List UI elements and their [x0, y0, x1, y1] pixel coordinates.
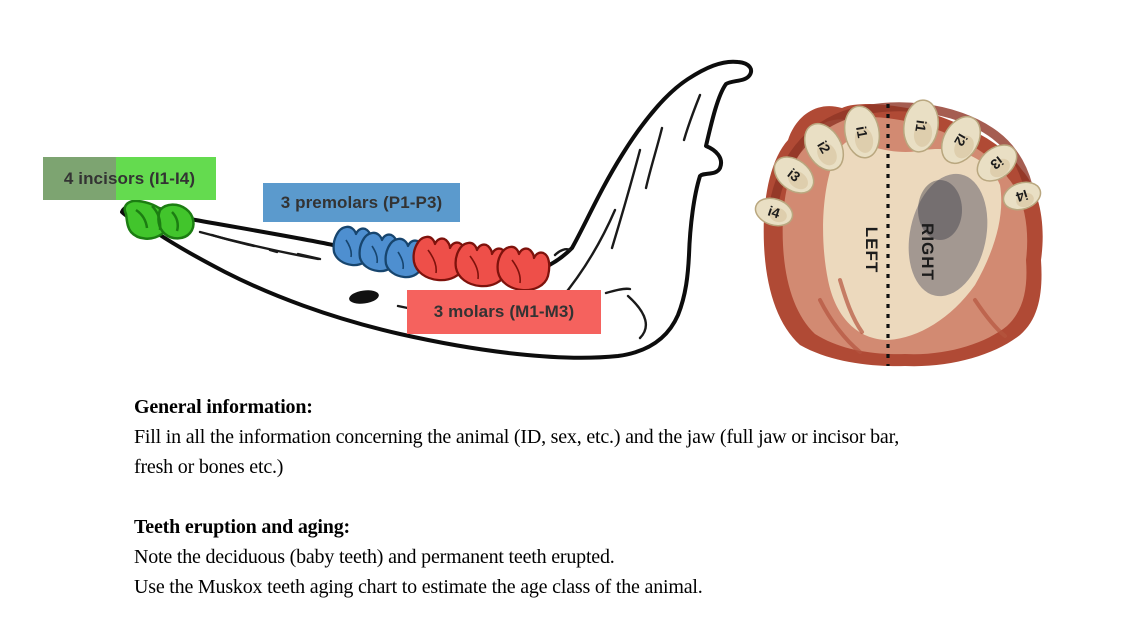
tooth-label-left-i3: i3: [784, 165, 803, 185]
section2-line2: Use the Muskox teeth aging chart to esti…: [134, 576, 703, 598]
molar-teeth-red: [412, 235, 551, 292]
molars-label-box: 3 molars (M1-M3): [407, 290, 601, 334]
photo-teeth-shading: [769, 121, 1034, 223]
tooth-label-right-i4: i4: [1014, 187, 1030, 206]
photo-tooth-labels: i1 i2 i3 i4 i1 i2 i3 i4: [766, 119, 1030, 221]
section1-heading: General information:: [134, 396, 313, 418]
premolar-teeth-blue: [332, 225, 426, 279]
photo-palate: [823, 140, 1002, 340]
section1-line1: Fill in all the information concerning t…: [134, 426, 900, 448]
photo-streaks: [818, 278, 1007, 354]
section2-heading: Teeth eruption and aging:: [134, 516, 350, 538]
photo-flesh-mid: [782, 117, 1028, 355]
photo-teeth: [754, 99, 1042, 227]
photo-bruise-dark: [918, 180, 962, 240]
alveolar-line: [332, 246, 546, 281]
tooth-label-left-i4: i4: [766, 203, 782, 222]
photo-right-label: RIGHT: [918, 223, 937, 281]
photo-bruise: [908, 173, 988, 297]
tooth-label-right-i3: i3: [987, 153, 1006, 173]
molars-label-bg: [407, 290, 601, 334]
molars-label-text: 3 molars (M1-M3): [433, 302, 575, 321]
incisors-label-box: 4 incisors (I1-I4): [43, 157, 216, 200]
tooth-label-right-i2: i2: [951, 131, 971, 149]
incisor-teeth-green: [123, 199, 195, 240]
tooth-label-left-i2: i2: [814, 138, 834, 156]
tooth-label-left-i1: i1: [853, 125, 871, 139]
incisors-label-bg-dark: [43, 157, 116, 200]
incisors-label-text: 4 incisors (I1-I4): [63, 168, 196, 188]
section2-line1: Note the deciduous (baby teeth) and perm…: [134, 546, 615, 568]
paragraph-spacer: [134, 482, 1064, 512]
premolars-label-bg: [263, 183, 460, 222]
photo-left-label: LEFT: [862, 227, 881, 274]
photo-flesh-outer: [763, 104, 1043, 367]
incisors-label-bg-bright: [116, 157, 216, 200]
body-text: General information: Fill in all the inf…: [134, 392, 1064, 602]
section1-line2: fresh or bones etc.): [134, 456, 284, 478]
premolars-label-text: 3 premolars (P1-P3): [280, 192, 443, 212]
tooth-label-right-i1: i1: [912, 119, 929, 133]
premolars-label-box: 3 premolars (P1-P3): [263, 183, 460, 222]
mandible-foramen-spot: [349, 290, 379, 304]
photo-gum-arc: [767, 102, 1035, 216]
